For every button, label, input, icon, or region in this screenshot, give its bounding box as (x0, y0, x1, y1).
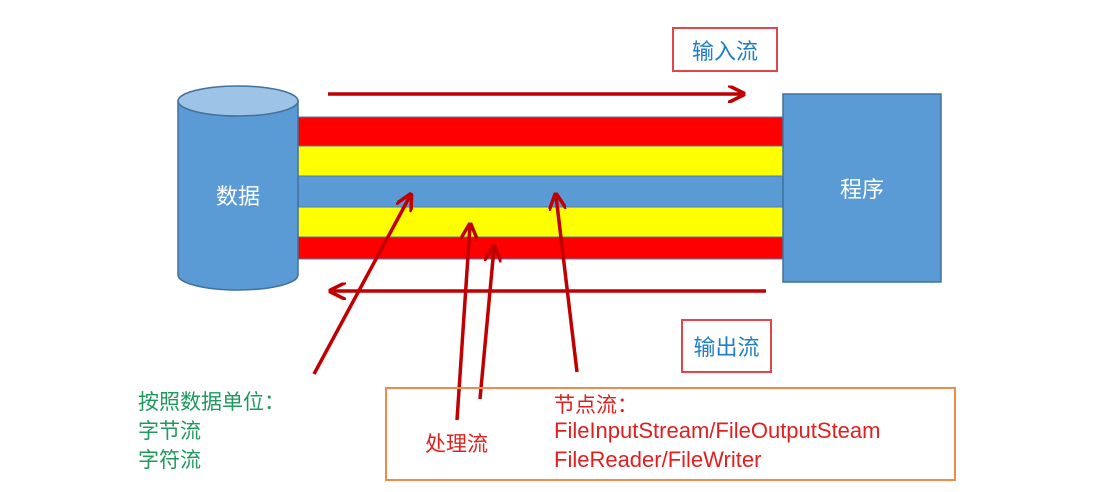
processing-pointer-arrow-2 (478, 248, 494, 400)
output-stream-label: 输出流 (681, 319, 772, 373)
classification-title: 按照数据单位： (138, 390, 285, 414)
processing-stream-label: 处理流 (425, 432, 488, 456)
stream-pipe (297, 116, 784, 260)
pipe-band-red-bottom (297, 236, 784, 260)
node-stream-line-1: FileInputStream/FileOutputSteam (554, 418, 881, 443)
node-pointer-arrow (556, 196, 579, 373)
program-label: 程序 (840, 178, 884, 203)
program-rect (782, 93, 942, 283)
node-stream-line-2: FileReader/FileWriter (554, 447, 762, 472)
data-label: 数据 (216, 185, 260, 210)
pipe-band-yellow-top (297, 145, 784, 177)
pipe-band-red-top (297, 116, 784, 147)
cylinder-body (177, 100, 299, 291)
classification-item-char: 字符流 (138, 448, 201, 472)
classification-item-byte: 字节流 (138, 419, 201, 443)
pipe-band-yellow-bottom (297, 206, 784, 238)
program-box: 程序 (782, 93, 942, 283)
pipe-band-blue-middle (297, 175, 784, 208)
cylinder-top (177, 85, 299, 117)
classification-text: 按照数据单位： 字节流 字符流 (138, 388, 285, 475)
node-stream-box (385, 387, 956, 481)
node-stream-title: 节点流： (554, 393, 638, 417)
classification-pointer-arrow (312, 196, 410, 375)
data-cylinder: 数据 (177, 85, 299, 291)
input-stream-label: 输入流 (672, 27, 778, 72)
